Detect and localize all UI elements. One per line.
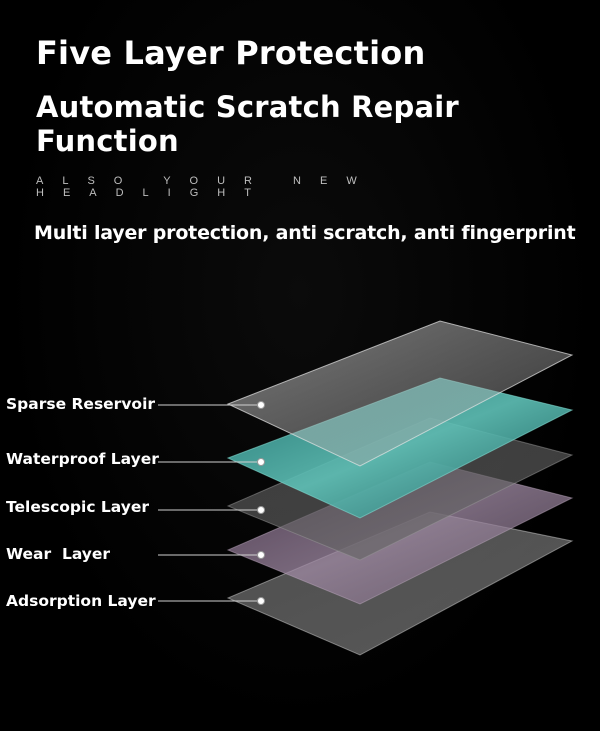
description: Multi layer protection, anti scratch, an… [34, 222, 576, 244]
main-title: Five Layer Protection [36, 34, 426, 72]
leader-lines [158, 404, 258, 602]
layer-label-adsorption: Adsorption Layer [6, 592, 156, 610]
layer-label-sparse-reservoir: Sparse Reservoir [6, 395, 156, 413]
tagline: ALSO YOUR NEW HEADLIGHT [36, 175, 376, 199]
leader-dot-sparse-reservoir [257, 401, 265, 409]
leader-dot-telescopic [257, 506, 265, 514]
layer-label-telescopic: Telescopic Layer [6, 498, 150, 516]
layer-label-wear: Wear Layer [6, 545, 111, 563]
leader-dot-wear [257, 551, 265, 559]
secondary-title: Automatic Scratch Repair Function [36, 90, 459, 158]
leader-dots [257, 401, 265, 605]
leader-dot-waterproof [257, 458, 265, 466]
layer-plate-sparse-reservoir [226, 320, 574, 467]
leader-dot-adsorption [257, 597, 265, 605]
layer-label-waterproof: Waterproof Layer [6, 450, 159, 468]
